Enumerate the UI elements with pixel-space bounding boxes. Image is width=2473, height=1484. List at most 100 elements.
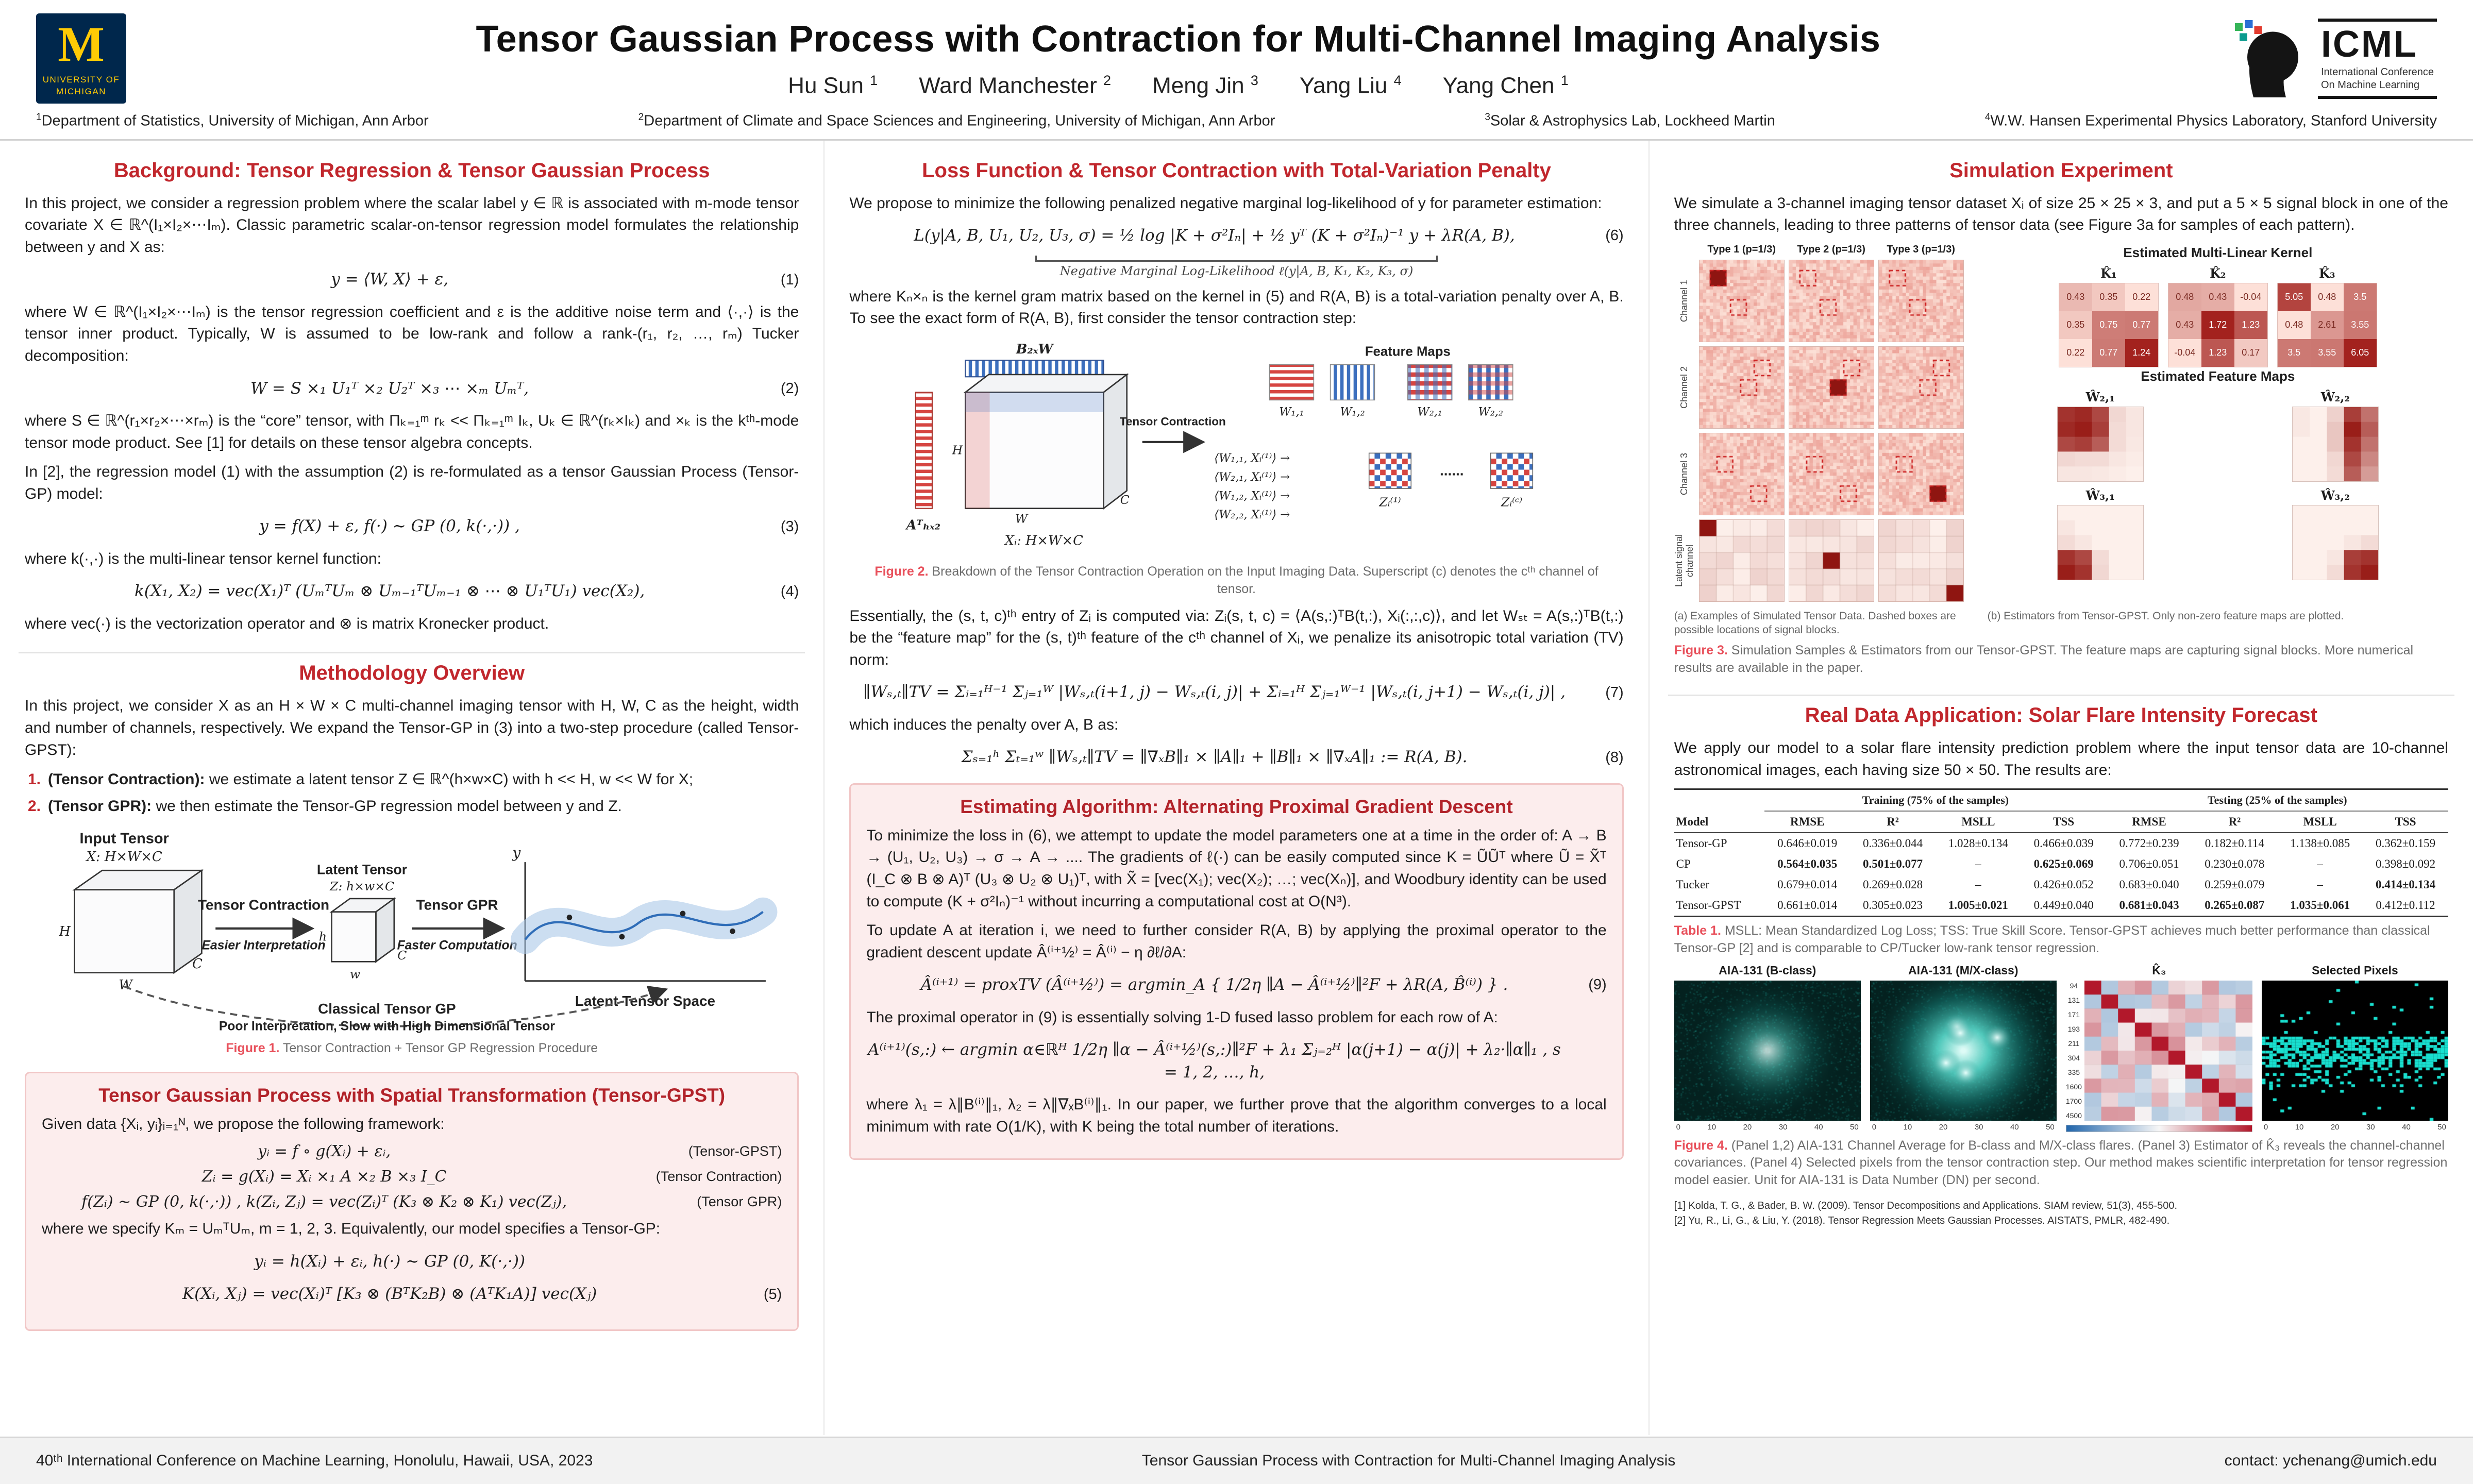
feature-map: Ŵ₃,₁: [2057, 488, 2144, 580]
svg-text:Tensor Contraction: Tensor Contraction: [1120, 415, 1226, 428]
kernel-cell: 0.43: [2059, 283, 2092, 311]
sim-image: [1878, 432, 1964, 515]
sim-image: [1878, 346, 1964, 429]
equation-7: ∥Wₛ,ₜ∥TV = Σᵢ₌₁ᴴ⁻¹ Σⱼ₌₁ᵂ |Wₛ,ₜ(i+1, j) −…: [863, 683, 1624, 702]
feature-maps-title: Estimated Feature Maps: [2141, 368, 2295, 384]
k3-tick-label: 193: [2067, 1024, 2080, 1033]
svg-text:B₂ₓW: B₂ₓW: [1016, 342, 1055, 357]
kernel-cell: 1.23: [2234, 311, 2267, 339]
affiliations-row: 1Department of Statistics, University of…: [0, 105, 2473, 139]
svg-text:Aᵀₕₓ₂: Aᵀₕₓ₂: [905, 517, 940, 533]
sim-image: [1788, 432, 1874, 515]
figure3-samples: Type 1 (p=1/3)Type 2 (p=1/3)Type 3 (p=1/…: [1674, 244, 1974, 602]
figure3-caption: Figure 3. Simulation Samples & Estimator…: [1674, 643, 2414, 676]
paragraph: The proximal operator in (9) is essentia…: [866, 1008, 1498, 1026]
kernel-cell: 0.22: [2125, 283, 2158, 311]
author: Hu Sun 1: [788, 73, 878, 98]
svg-text:Latent Tensor: Latent Tensor: [317, 862, 408, 878]
paragraph: Essentially, the (s, t, c)ᵗʰ entry of Zᵢ…: [849, 607, 1624, 668]
sim-type-header: Type 2 (p=1/3): [1797, 243, 1865, 255]
kernel-cell: 0.48: [2310, 283, 2344, 311]
underbrace: [1035, 255, 1438, 262]
kernel-cell: 0.77: [2125, 311, 2158, 339]
feature-map: Ŵ₂,₁: [2057, 390, 2144, 482]
paragraph: In this project, we consider X as an H ×…: [25, 697, 799, 758]
panel-title: K̂₃: [2152, 963, 2166, 977]
kernel-cell: 0.22: [2059, 339, 2092, 367]
method-steps: 1.(Tensor Contraction): we estimate a la…: [28, 768, 799, 817]
sim-grid: Type 1 (p=1/3)Type 2 (p=1/3)Type 3 (p=1/…: [1674, 244, 1974, 602]
colorbar: [2065, 1124, 2252, 1132]
svg-text:W: W: [1015, 511, 1029, 526]
feature-map: Ŵ₃,₂: [2292, 488, 2379, 580]
sim-latent-label: Latent signal channel: [1673, 534, 1695, 587]
panel-title: AIA-131 (M/X-class): [1908, 963, 2018, 977]
underbrace-note: Negative Marginal Log-Likelihood ℓ(y|A, …: [1059, 263, 1414, 278]
step-item: 1.(Tensor Contraction): we estimate a la…: [28, 771, 694, 788]
paragraph: Given data {Xᵢ, yᵢ}ᵢ₌₁ᴺ, we propose the …: [42, 1115, 445, 1133]
kernel-cell: 3.55: [2310, 339, 2344, 367]
column-loss: Loss Function & Tensor Contraction with …: [823, 140, 1648, 1435]
axis-tick-label: 40: [1814, 1122, 1823, 1132]
svg-text:H: H: [952, 443, 963, 457]
svg-text:H: H: [59, 924, 71, 939]
umich-m-icon: M: [58, 16, 105, 72]
author: Yang Chen 1: [1442, 73, 1569, 98]
k3-tick-label: 131: [2067, 996, 2080, 1004]
kernel-cell: 0.75: [2092, 311, 2125, 339]
figure3: Type 1 (p=1/3)Type 2 (p=1/3)Type 3 (p=1/…: [1674, 244, 2448, 602]
footer-title: Tensor Gaussian Process with Contraction…: [1141, 1452, 1676, 1469]
sim-image: [1878, 519, 1964, 602]
k3-canvas: [2084, 980, 2252, 1121]
algorithm-box: Estimating Algorithm: Alternating Proxim…: [849, 783, 1624, 1160]
icml-head-icon: [2234, 20, 2298, 97]
figure1-caption: Figure 1. Tensor Contraction + Tensor GP…: [226, 1041, 598, 1056]
framework-line: f(Zᵢ) ∼ GP (0, k(·,·)) , k(Zᵢ, Zⱼ) = vec…: [81, 1193, 782, 1211]
paragraph: where vec(·) is the vectorization operat…: [25, 615, 549, 632]
axis-tick-label: 30: [1778, 1122, 1788, 1132]
box-title: Estimating Algorithm: Alternating Proxim…: [960, 796, 1513, 817]
kernel-cell: 6.05: [2343, 339, 2377, 367]
k3-tick-label: 1700: [2065, 1097, 2082, 1105]
results-table: Training (75% of the samples) Testing (2…: [1674, 788, 2448, 918]
framework-line: Zᵢ = g(Xᵢ) = Xᵢ ×₁ A ×₂ B ×₃ I_C(Tensor …: [201, 1168, 782, 1186]
svg-text:W₂,₂: W₂,₂: [1478, 405, 1503, 418]
svg-text:Faster Computation: Faster Computation: [397, 939, 517, 953]
svg-text:......: ......: [1440, 462, 1464, 478]
svg-text:w: w: [350, 967, 360, 982]
k3-tick-label: 1600: [2065, 1082, 2082, 1091]
equation-3: y = f(X) + ε, f(·) ∼ GP (0, k(·,·)) ,(3): [259, 517, 799, 536]
paragraph: where Kₙ×ₙ is the kernel gram matrix bas…: [849, 288, 1624, 327]
sim-image: [1698, 346, 1785, 429]
section-title-real-data: Real Data Application: Solar Flare Inten…: [1805, 703, 2317, 727]
svg-text:Feature Maps: Feature Maps: [1365, 344, 1451, 359]
column-background: Background: Tensor Regression & Tensor G…: [0, 141, 823, 1435]
affiliation: 2Department of Climate and Space Science…: [638, 112, 1275, 129]
svg-text:Input Tensor: Input Tensor: [80, 831, 169, 847]
kernel-title: Estimated Multi-Linear Kernel: [2123, 244, 2313, 260]
sim-image: [1698, 432, 1785, 515]
kernel-cell: 3.5: [2277, 339, 2311, 367]
framework-line: yᵢ = f ∘ g(Xᵢ) + εᵢ,(Tensor-GPST): [258, 1142, 782, 1161]
axis-tick-label: 50: [2046, 1122, 2055, 1132]
aia-mx-canvas: [1870, 980, 2057, 1121]
svg-text:X: H×W×C: X: H×W×C: [86, 849, 162, 865]
sim-image: [1788, 346, 1874, 429]
paragraph: To minimize the loss in (6), we attempt …: [866, 827, 1607, 910]
poster-footer: 40ᵗʰ International Conference on Machine…: [0, 1437, 2473, 1484]
kernel-cell: 0.43: [2201, 283, 2234, 311]
author: Meng Jin 3: [1152, 73, 1258, 98]
svg-text:Classical Tensor GP: Classical Tensor GP: [318, 1001, 456, 1017]
axis-tick-label: 50: [1850, 1122, 1859, 1132]
svg-text:W: W: [119, 977, 133, 993]
section-title-loss: Loss Function & Tensor Contraction with …: [922, 159, 1551, 182]
